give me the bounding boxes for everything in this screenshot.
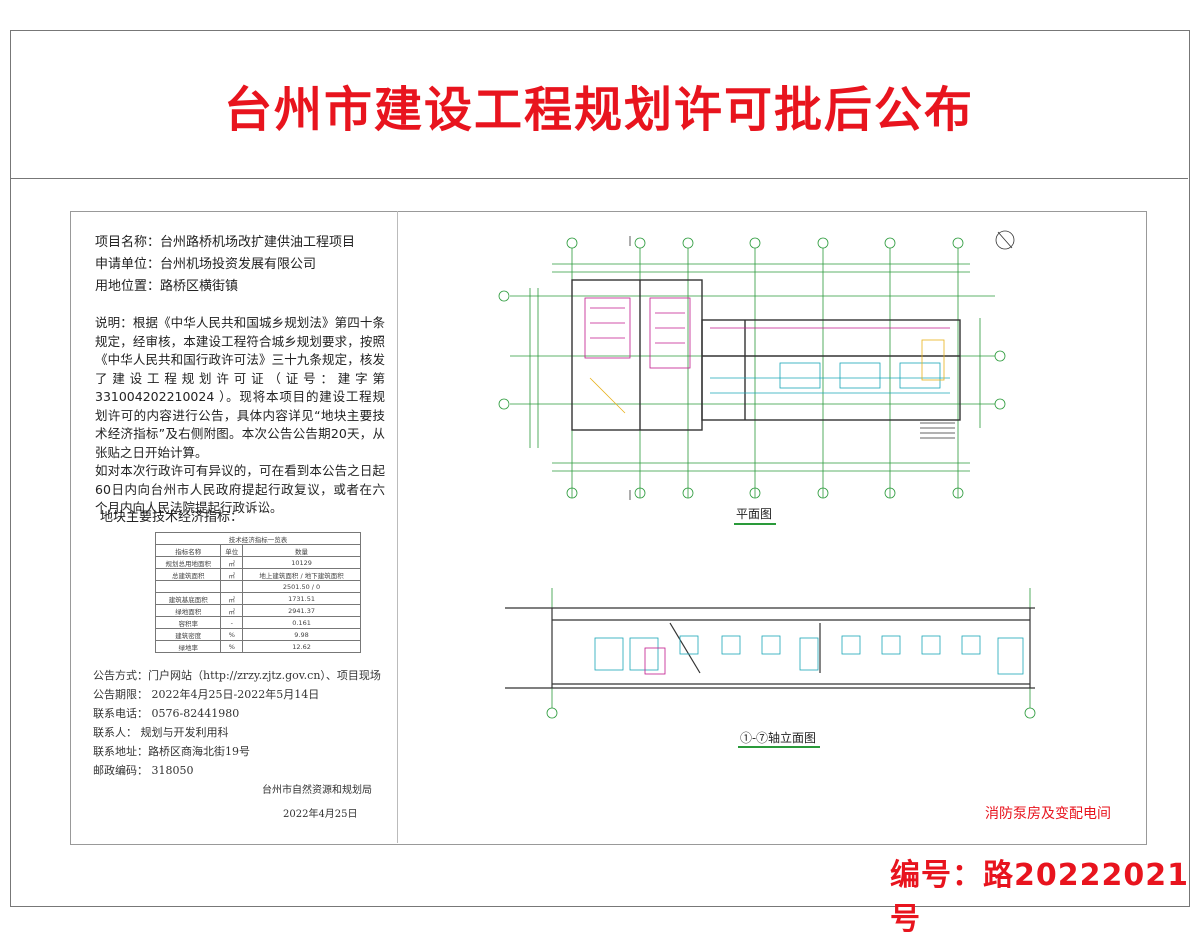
notice-method: 公告方式：门户网站（http://zrzy.zjtz.gov.cn）、项目现场 [93, 669, 381, 682]
page-title: 台州市建设工程规划许可批后公布 [223, 82, 974, 138]
column-divider [397, 211, 398, 843]
indicators-table-title: 技术经济指标一览表 [155, 532, 361, 545]
table-cell: 绿地面积 [154, 604, 222, 617]
table-cell: 1731.51 [242, 592, 361, 605]
project-name: 项目名称：台州路桥机场改扩建供油工程项目 [95, 235, 356, 250]
table-cell: 绿地率 [154, 640, 222, 653]
contact-person: 联系人： 规划与开发利用科 [93, 726, 229, 739]
notice-outer-border [10, 30, 1190, 907]
applicant: 申请单位：台州机场投资发展有限公司 [95, 257, 317, 272]
plan-caption: 平面图 [736, 507, 773, 521]
plan-equipment [584, 297, 950, 369]
table-cell: 2501.50 / 0 [242, 580, 361, 593]
land-location: 用地位置：路桥区横街镇 [95, 279, 239, 294]
postal-code: 邮政编码： 318050 [93, 764, 194, 777]
table-cell: 建筑基底面积 [154, 592, 222, 605]
table-cell: 12.62 [242, 640, 361, 653]
table-cell: 0.161 [242, 616, 361, 629]
floor-plan-drawing [498, 230, 1015, 500]
plan-stairs [920, 422, 955, 439]
issuing-agency: 台州市自然资源和规划局 [262, 785, 372, 796]
contact-address: 联系地址：路桥区商海北街19号 [93, 745, 250, 758]
table-cell: 规划总用地面积 [154, 556, 222, 569]
table-cell: ㎡ [220, 556, 244, 569]
title-band: 台州市建设工程规划许可批后公布 [10, 30, 1188, 179]
table-cell: 建筑密度 [154, 628, 222, 641]
north-arrow-icon [995, 230, 1015, 250]
project-info: 项目名称：台州路桥机场改扩建供油工程项目 申请单位：台州机场投资发展有限公司 用… [95, 232, 385, 518]
table-cell: 总建筑面积 [154, 568, 222, 581]
contact-block: 公告方式：门户网站（http://zrzy.zjtz.gov.cn）、项目现场 … [93, 666, 381, 780]
description-text: 说明：根据《中华人民共和国城乡规划法》第四十条规定，经审核，本建设工程符合城乡规… [95, 315, 385, 460]
notice-serial-number: 编号：路20222021号 [890, 858, 1189, 937]
elevation-outline [505, 607, 1035, 689]
content-frame [70, 211, 1147, 845]
table-header-cell: 指标名称 [154, 544, 222, 557]
issue-date: 2022年4月25日 [283, 809, 358, 820]
plan-walls [571, 279, 961, 431]
table-cell: 2941.37 [242, 604, 361, 617]
elevation-caption: ①-⑦轴立面图 [740, 731, 817, 745]
table-cell: ㎡ [220, 592, 244, 605]
elevation-drawing [505, 588, 1036, 719]
plan-pipes [710, 362, 950, 394]
objection-text: 如对本次行政许可有异议的，可在看到本公告之日起60日内向台州市人民政府提起行政复… [95, 463, 385, 515]
table-cell: % [220, 628, 244, 641]
table-header-cell: 数量 [242, 544, 361, 557]
contact-phone: 联系电话： 0576-82441980 [93, 707, 240, 720]
elevation-windows [594, 635, 1024, 675]
indicators-heading: 地块主要技术经济指标： [100, 510, 244, 525]
table-cell: 10129 [242, 556, 361, 569]
building-name: 消防泵房及变配电间 [985, 806, 1111, 822]
table-cell [154, 580, 222, 593]
plan-axis-bubbles [498, 237, 1006, 499]
table-cell: 9.98 [242, 628, 361, 641]
table-cell: % [220, 640, 244, 653]
plan-fixtures [589, 339, 945, 414]
elevation-caption-underline [738, 746, 820, 748]
notice-period: 公告期限： 2022年4月25日-2022年5月14日 [93, 688, 320, 701]
elevation-doors [644, 647, 666, 675]
table-cell: ㎡ [220, 568, 244, 581]
table-cell: ㎡ [220, 604, 244, 617]
table-cell: 地上建筑面积 / 地下建筑面积 [242, 568, 361, 581]
architectural-drawings [498, 230, 1036, 719]
table-header-cell: 单位 [220, 544, 244, 557]
plan-caption-underline [734, 523, 776, 525]
table-cell: - [220, 616, 244, 629]
table-cell [220, 580, 244, 593]
table-cell: 容积率 [154, 616, 222, 629]
